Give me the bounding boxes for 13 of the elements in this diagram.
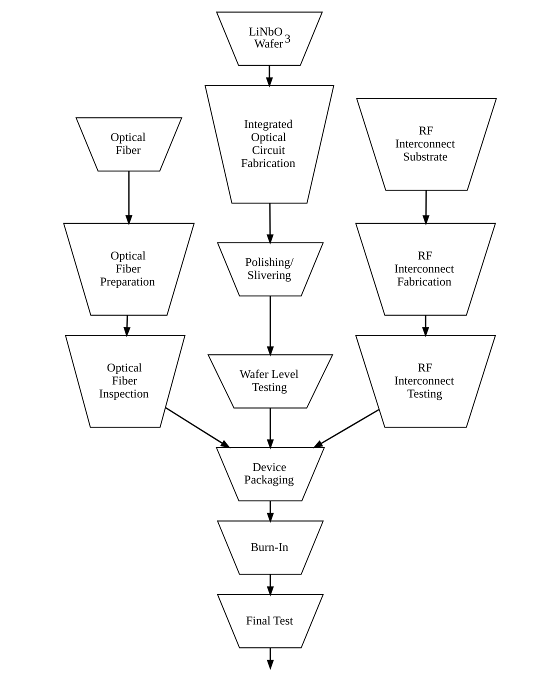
arrow: [266, 203, 274, 244]
arrow: [124, 171, 132, 226]
arrow: [266, 574, 274, 596]
arrow: [312, 408, 379, 448]
arrow: [164, 407, 230, 448]
arrow: [422, 190, 430, 226]
arrow: [266, 648, 274, 670]
arrow: [422, 315, 429, 338]
arrow: [266, 296, 274, 356]
arrow: [265, 66, 272, 88]
arrow: [266, 408, 274, 450]
arrow: [122, 315, 130, 338]
arrow: [266, 500, 274, 523]
